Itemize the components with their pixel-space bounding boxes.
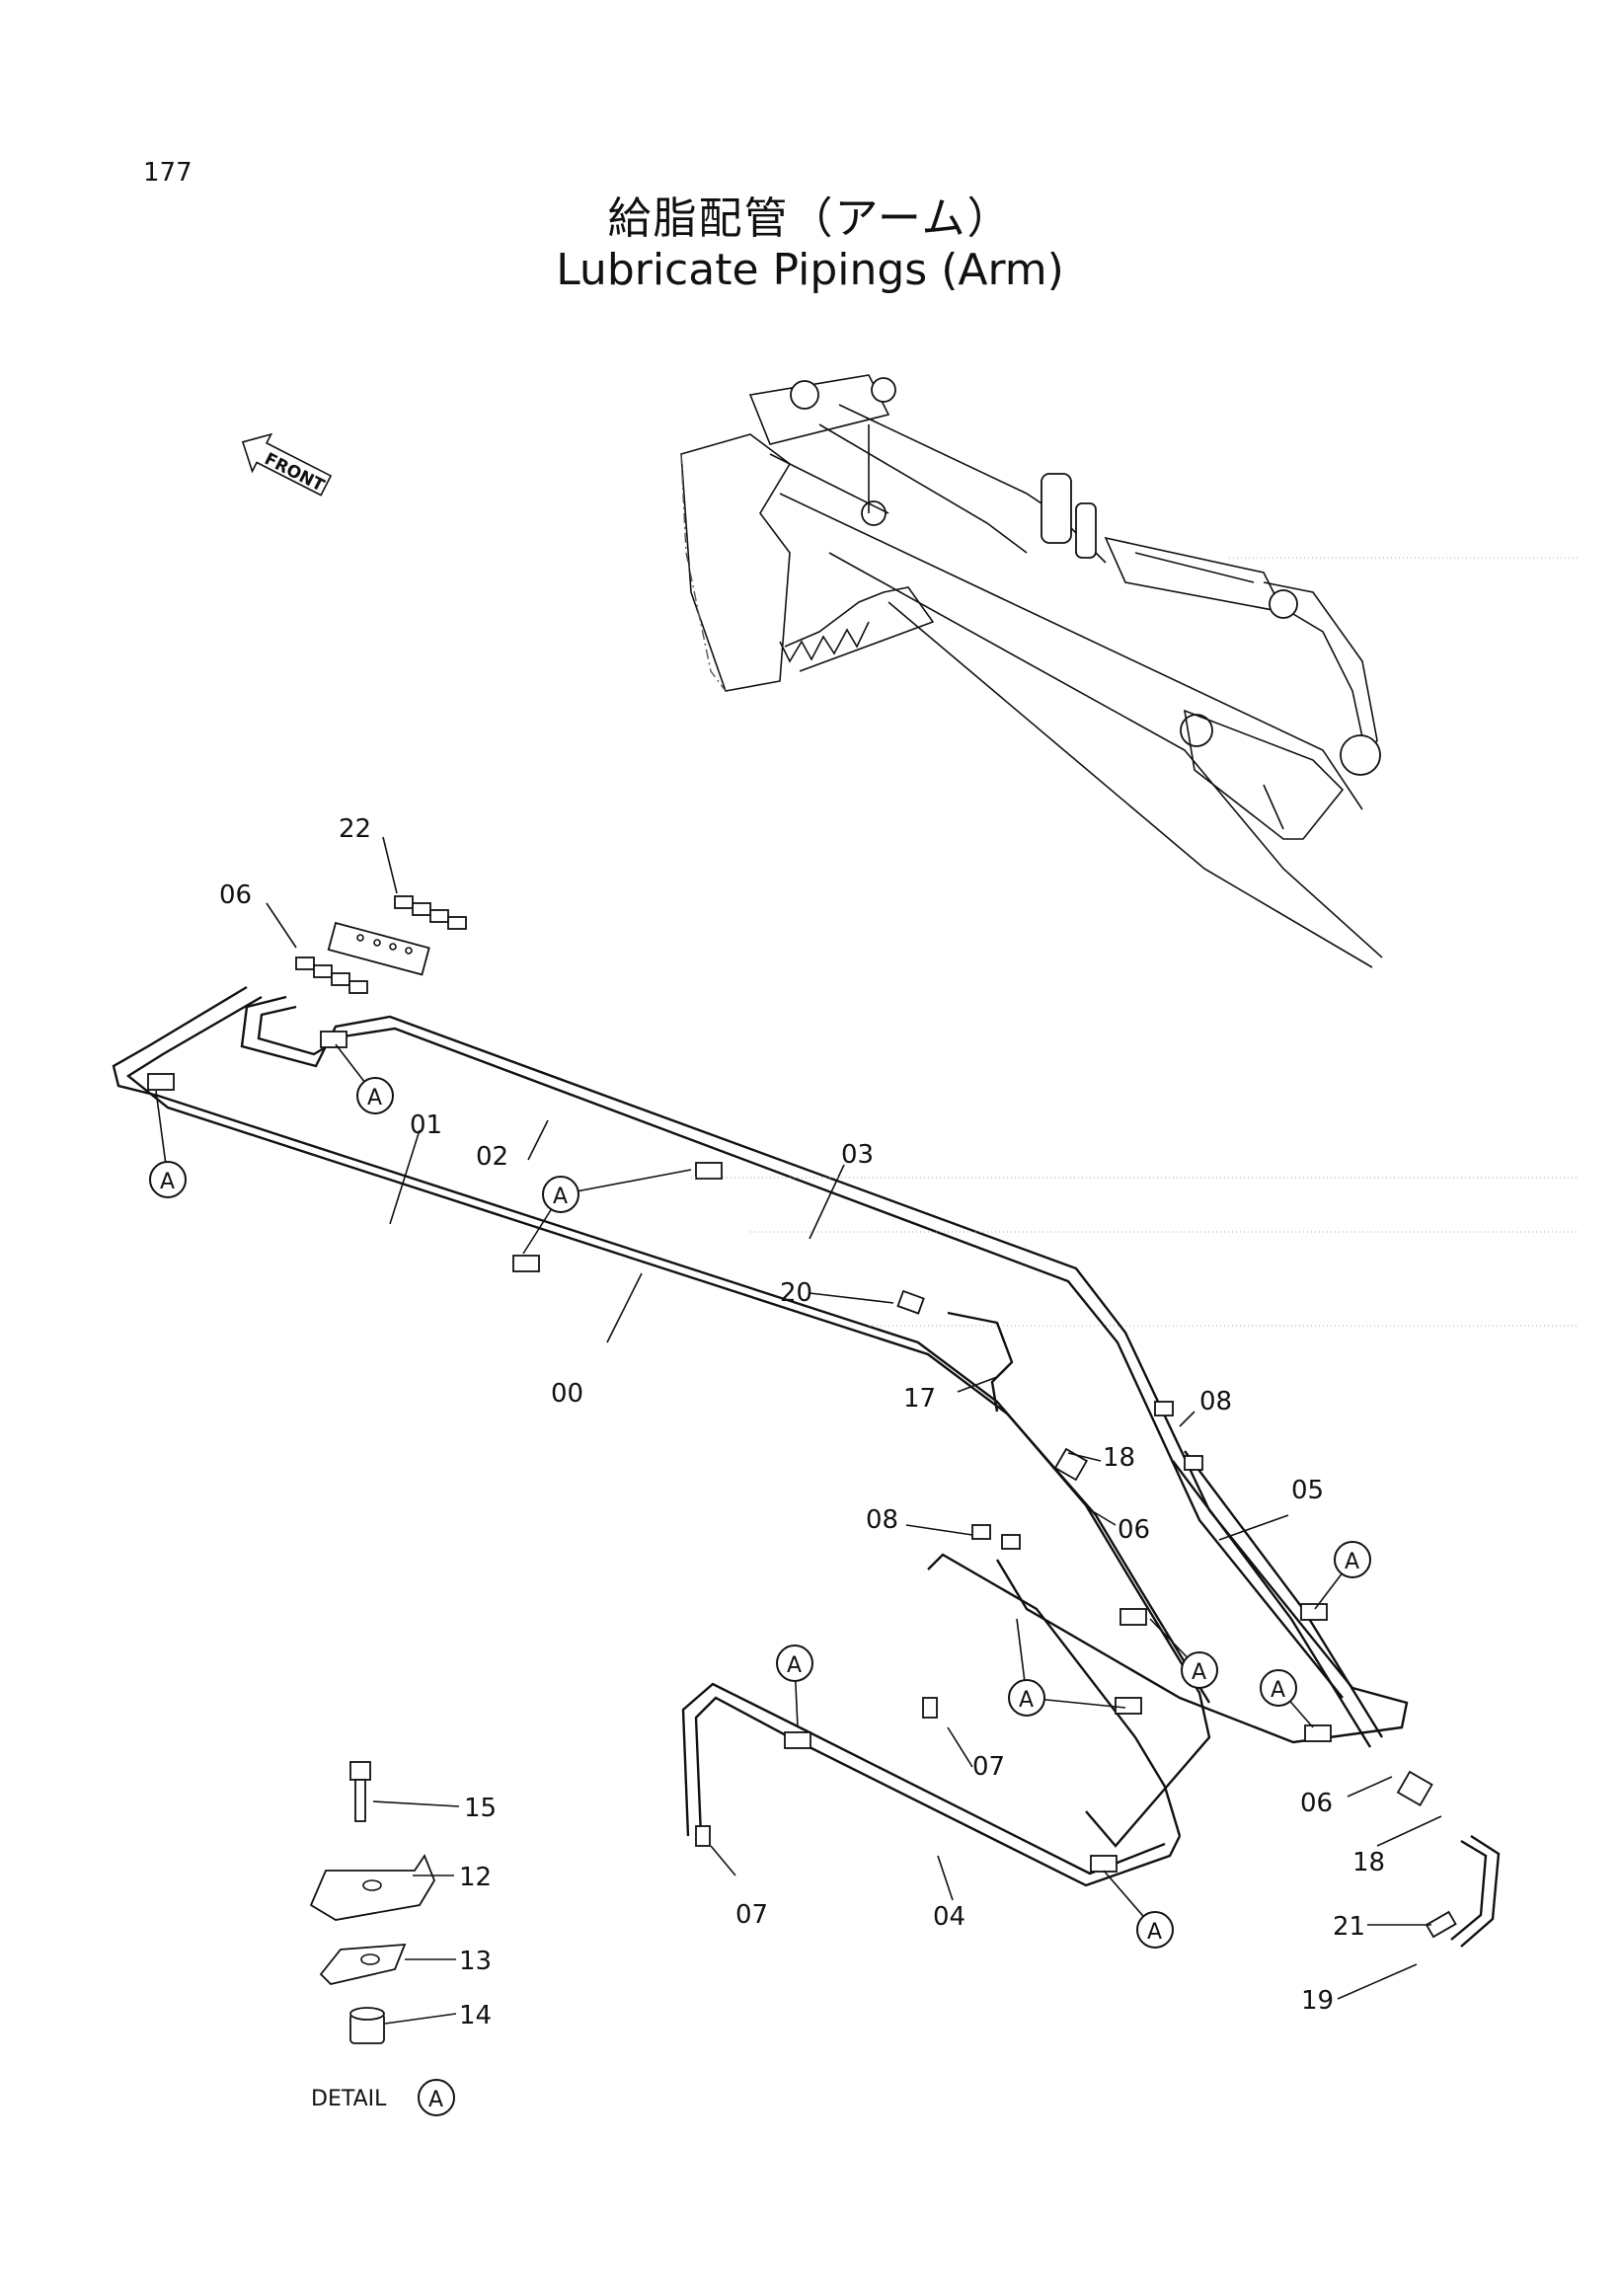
callout-06: 06: [1118, 1515, 1150, 1545]
callout-19: 19: [1301, 1986, 1334, 2016]
svg-text:A: A: [1147, 1920, 1162, 1945]
callout-03: 03: [841, 1140, 874, 1170]
callout-07: 07: [735, 1900, 768, 1930]
detail-label: DETAIL A: [311, 2079, 455, 2116]
callout-17: 17: [903, 1384, 936, 1414]
clamp-ref-a: A: [1260, 1669, 1314, 1728]
callout-12: 12: [459, 1863, 492, 1892]
svg-text:A: A: [1192, 1660, 1206, 1685]
clamps: [147, 1031, 1332, 1873]
title-english: Lubricate Pipings (Arm): [556, 245, 1064, 295]
part-callouts: 22 06 01 02 03 00 20 17 18 08 05 06 08 0…: [219, 814, 1385, 2030]
clamp-references: A A A A A A A A A: [149, 1043, 1371, 1949]
svg-text:DETAIL: DETAIL: [311, 2087, 387, 2111]
detail-a-assembly: [309, 1761, 436, 2044]
front-label: FRONT: [262, 449, 328, 497]
svg-text:A: A: [428, 2088, 443, 2112]
svg-text:A: A: [1019, 1688, 1034, 1713]
callout-14: 14: [459, 2001, 492, 2030]
callout-02: 02: [476, 1142, 508, 1172]
svg-text:A: A: [367, 1086, 382, 1110]
callout-18: 18: [1352, 1848, 1385, 1877]
title-japanese: 給脂配管（アーム）: [607, 193, 1013, 244]
callout-00: 00: [551, 1379, 583, 1409]
clamp-ref-a: A: [1103, 1870, 1174, 1949]
callout-08: 08: [866, 1505, 898, 1535]
clamp-ref-a: A: [522, 1169, 692, 1255]
scan-artifacts: [691, 1177, 1580, 1327]
front-arrow-icon: FRONT: [241, 432, 333, 497]
callout-15: 15: [464, 1794, 497, 1823]
callout-06: 06: [219, 880, 252, 910]
callout-18: 18: [1103, 1443, 1135, 1473]
page-number: 177: [143, 158, 193, 188]
callout-21: 21: [1333, 1912, 1365, 1942]
svg-text:A: A: [553, 1185, 568, 1209]
callout-07: 07: [972, 1752, 1005, 1782]
grease-fittings-group: [295, 895, 467, 994]
leader-lines: [266, 836, 1442, 2025]
svg-text:A: A: [1271, 1678, 1285, 1703]
clamp-ref-a: A: [1149, 1618, 1218, 1689]
svg-text:A: A: [787, 1653, 802, 1678]
callout-22: 22: [339, 814, 371, 844]
clamp-ref-a: A: [335, 1043, 394, 1114]
callout-06: 06: [1300, 1789, 1333, 1818]
callout-08: 08: [1199, 1387, 1232, 1416]
clamp-ref-a: A: [776, 1645, 813, 1728]
callout-13: 13: [459, 1947, 492, 1976]
clamp-ref-a: A: [1008, 1618, 1126, 1717]
callout-20: 20: [780, 1278, 812, 1308]
svg-text:A: A: [1345, 1550, 1359, 1574]
callout-05: 05: [1291, 1476, 1324, 1505]
fittings: [695, 1289, 1457, 1939]
callout-04: 04: [933, 1902, 965, 1932]
excavator-arm-overview: [680, 374, 1580, 968]
clamp-ref-a: A: [1314, 1541, 1371, 1610]
svg-text:A: A: [160, 1170, 175, 1194]
callout-01: 01: [410, 1110, 442, 1140]
pipe-runs: [112, 985, 1501, 1948]
clamp-ref-a: A: [149, 1090, 187, 1198]
